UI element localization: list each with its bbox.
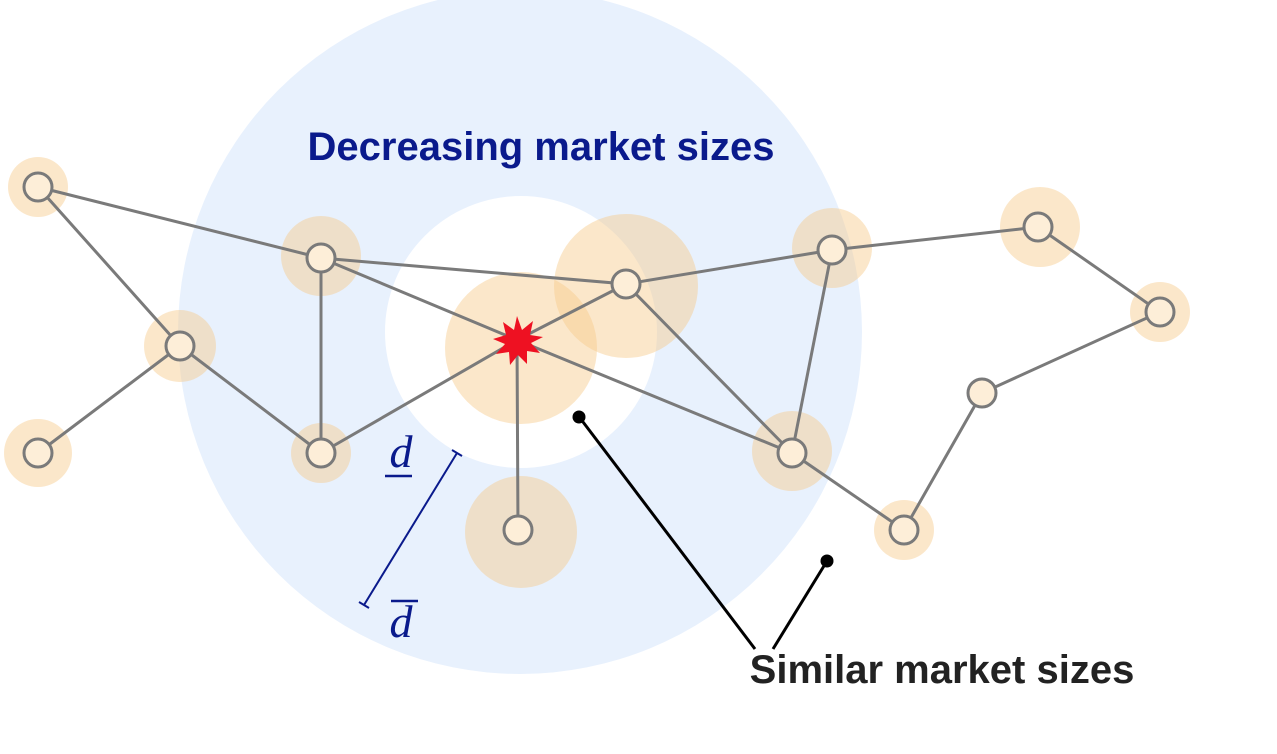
- market-node: [966, 377, 998, 409]
- d-lower-bound-label: d: [390, 426, 414, 477]
- market-node: [1022, 211, 1054, 243]
- market-node: [776, 437, 808, 469]
- network-edge: [515, 282, 628, 342]
- network-edge: [515, 338, 520, 532]
- network-edge: [1036, 225, 1162, 314]
- network-edge: [319, 256, 519, 342]
- market-node: [22, 171, 54, 203]
- market-node: [502, 514, 534, 546]
- decreasing-market-sizes-label: Decreasing market sizes: [308, 125, 775, 169]
- market-node: [305, 242, 337, 274]
- network-edge: [36, 185, 182, 348]
- market-node: [1144, 296, 1176, 328]
- pointer-dot-inner: [572, 410, 586, 424]
- network-edge: [178, 344, 323, 455]
- pointer-line-inner: [578, 417, 757, 650]
- pointer-dot-outer: [820, 554, 834, 568]
- network-edge: [624, 282, 794, 455]
- network-edges: [36, 185, 1162, 532]
- distance-bracket-cap: [451, 449, 463, 457]
- network-edge: [902, 391, 984, 532]
- network-edge: [319, 338, 519, 455]
- network-edge: [790, 451, 906, 532]
- distance-bracket: [358, 449, 463, 609]
- network-edge: [830, 225, 1040, 252]
- d-upper-bound-label: d: [390, 596, 414, 647]
- market-node: [610, 268, 642, 300]
- distance-bracket-cap: [358, 601, 370, 609]
- network-edge: [624, 248, 834, 286]
- market-node: [22, 437, 54, 469]
- similar-market-sizes-label: Similar market sizes: [750, 648, 1135, 692]
- market-node: [164, 330, 196, 362]
- network-edge: [980, 310, 1162, 395]
- market-node: [816, 234, 848, 266]
- market-node: [888, 514, 920, 546]
- distance-bracket-line: [363, 452, 458, 606]
- network-edge: [36, 344, 182, 455]
- red-starburst-icon: [493, 316, 543, 365]
- network-edge: [790, 248, 834, 455]
- network-edge: [36, 185, 323, 260]
- network-edge: [319, 256, 628, 286]
- network-nodes: [22, 171, 1176, 546]
- network-edge: [515, 338, 794, 455]
- market-node: [305, 437, 337, 469]
- pointer-line-outer: [771, 560, 829, 650]
- similar-pointers: [578, 417, 829, 650]
